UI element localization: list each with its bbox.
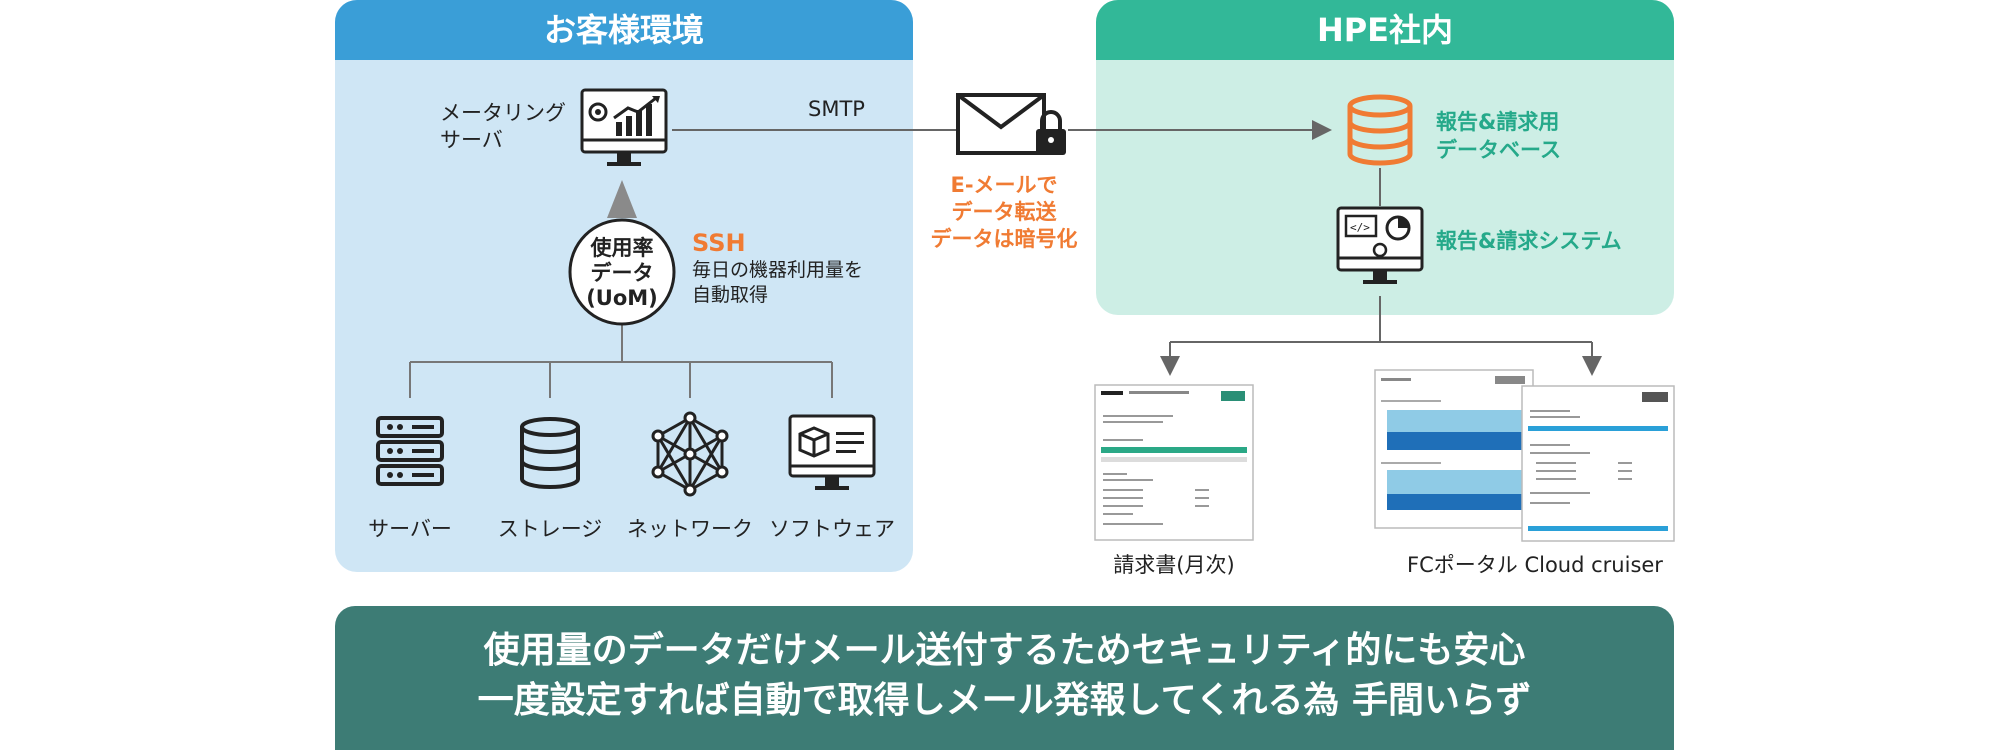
storage-database-icon	[520, 417, 580, 489]
uom-label: 使用率 データ (UoM)	[586, 236, 658, 310]
device-label-network: ネットワーク	[627, 517, 753, 541]
metering-server-label: メータリング サーバ	[440, 101, 566, 152]
invoice-label: 請求書(月次)	[1113, 553, 1235, 577]
portal-report-thumbnail-back	[1374, 369, 1534, 529]
network-mesh-icon	[651, 411, 729, 497]
portal-label: FCポータル Cloud cruiser	[1407, 553, 1663, 577]
metering-server-icon	[580, 88, 668, 166]
benefit-banner: 使用量のデータだけメール送付するためセキュリティ的にも安心 一度設定すれば自動で…	[335, 606, 1674, 750]
billing-system-icon: </>	[1336, 206, 1424, 284]
smtp-label: SMTP	[808, 97, 865, 121]
ssh-title: SSH	[692, 229, 746, 257]
device-label-storage: ストレージ	[497, 517, 603, 541]
hpe-internal-title: HPE社内	[1096, 0, 1674, 60]
billing-system-label: 報告&請求システム	[1436, 229, 1622, 253]
uom-up-arrow	[607, 180, 637, 218]
hpe-internal-panel: HPE社内	[1096, 0, 1674, 315]
server-rack-icon	[376, 416, 444, 486]
device-label-software: ソフトウェア	[769, 517, 895, 541]
invoice-document-thumbnail	[1094, 384, 1254, 541]
encrypted-mail-icon	[956, 93, 1066, 155]
email-transfer-note: E-メールで データ転送 データは暗号化	[930, 173, 1078, 251]
benefit-line-1: 使用量のデータだけメール送付するためセキュリティ的にも安心	[483, 630, 1526, 671]
device-label-server: サーバー	[368, 517, 452, 541]
benefit-line-2: 一度設定すれば自動で取得しメール発報してくれる為 手間いらず	[477, 680, 1532, 721]
database-label: 報告&請求用 データベース	[1436, 110, 1561, 162]
svg-text:</>: </>	[1350, 221, 1370, 234]
uom-circle	[568, 218, 676, 326]
device-tree-lines	[409, 322, 833, 398]
customer-environment-title: お客様環境	[335, 0, 913, 60]
software-monitor-icon	[788, 414, 876, 490]
reporting-database-icon	[1347, 94, 1413, 166]
ssh-note: SSH 毎日の機器利用量を 自動取得	[692, 229, 864, 306]
portal-report-thumbnail-front	[1521, 385, 1675, 542]
